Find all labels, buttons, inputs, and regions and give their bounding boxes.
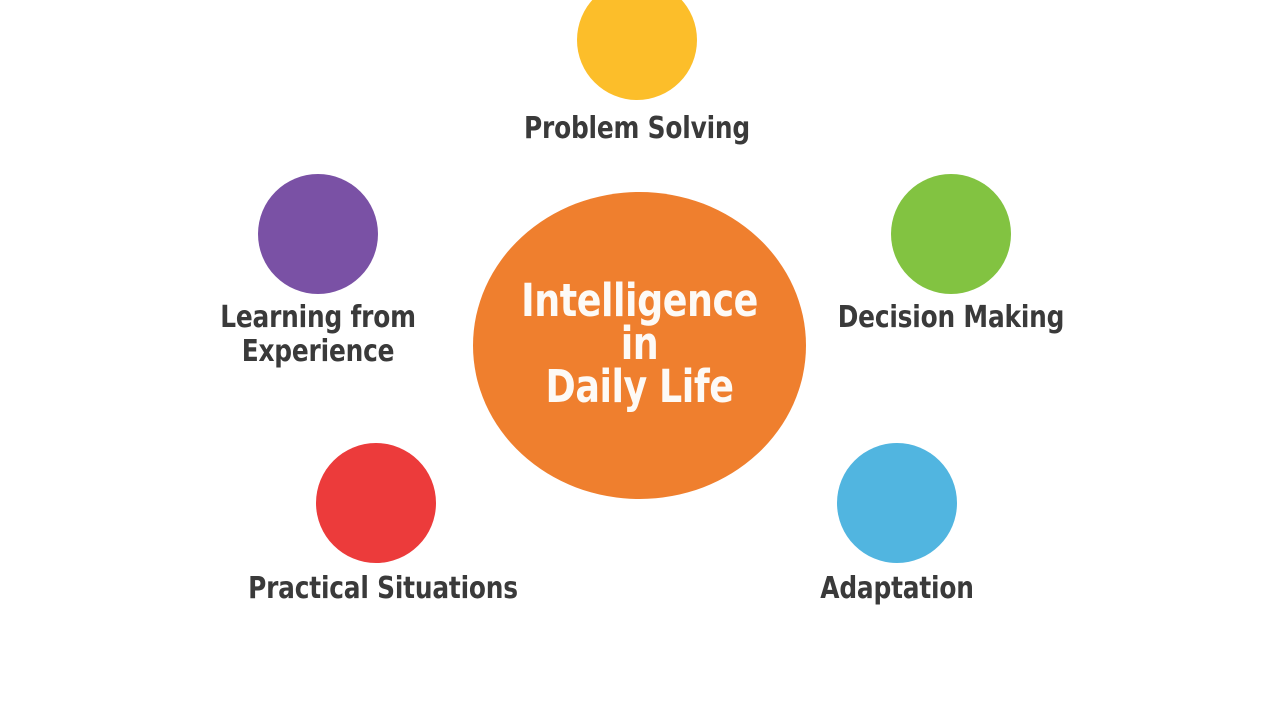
- center-node-label: Intelligence in Daily Life: [521, 273, 758, 414]
- node-label-adaptation: Adaptation: [820, 571, 974, 606]
- node-label-practical-situations: Practical Situations: [248, 571, 518, 606]
- node-label-decision-making: Decision Making: [837, 300, 1065, 335]
- node-circle-decision-making[interactable]: [891, 174, 1011, 294]
- node-circle-learning-from-experience[interactable]: [258, 174, 378, 294]
- node-circle-adaptation[interactable]: [837, 443, 957, 563]
- node-label-problem-solving: Problem Solving: [523, 111, 750, 146]
- node-circle-practical-situations[interactable]: [316, 443, 436, 563]
- center-node-intelligence-in-daily-life[interactable]: Intelligence in Daily Life: [473, 192, 806, 499]
- node-label-learning-from-experience: Learning from Experience: [220, 300, 416, 369]
- node-circle-problem-solving[interactable]: [577, 0, 697, 100]
